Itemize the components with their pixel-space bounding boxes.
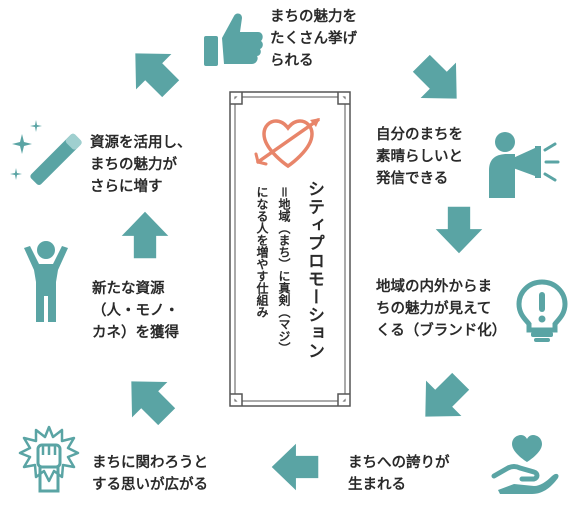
step-line: まちの魅力を (270, 9, 357, 25)
step-line: 自分のまちを (376, 127, 463, 143)
cycle-arrow-7 (121, 211, 169, 259)
step-text-pride: まちへの誇りが 生まれる (348, 452, 450, 496)
raised-fist-icon (18, 425, 80, 493)
step-line: 生まれる (348, 477, 406, 493)
step-line: 素晴らしいと (376, 149, 463, 165)
center-panel: シティプロモーション ＝地域（まち）に真剣（マジ） になる人を増やす仕組み (226, 88, 354, 410)
step-line: さらに増す (90, 179, 163, 195)
center-title: シティプロモーション (304, 180, 324, 360)
arrow-shape (425, 372, 470, 417)
step-line: まちに関わろうと (92, 455, 208, 471)
step-line: たくさん挙げ (270, 31, 357, 47)
arrow-shape (121, 211, 169, 259)
step-line: 資源を活用し、 (90, 135, 192, 151)
step-line: 発信できる (376, 171, 449, 187)
arrow-shape (271, 443, 319, 491)
step-text-promote: 自分のまちを 素晴らしいと 発信できる (376, 124, 463, 190)
person-arms-up-icon (24, 241, 68, 322)
cycle-arrow-1 (135, 53, 180, 98)
step-text-resources: 新たな資源 （人・モノ・ カネ）を獲得 (92, 278, 179, 344)
step-line: （人・モノ・ (92, 303, 179, 319)
heart-hand-icon (491, 435, 559, 494)
arrow-shape (435, 206, 483, 254)
center-subtitle: ＝地域（まち）に真剣（マジ） (277, 186, 291, 355)
ornate-frame (229, 91, 351, 407)
megaphone-person-icon (489, 132, 560, 198)
arrow-shape (135, 53, 180, 98)
step-line: まちへの誇りが (348, 455, 450, 471)
step-line: まちの魅力が (90, 157, 177, 173)
cycle-arrow-2 (412, 54, 457, 99)
step-line: くる（ブランド化） (376, 323, 507, 339)
cycle-arrow-6 (131, 381, 176, 426)
cycle-arrow-4 (425, 372, 470, 417)
cycle-arrow-3 (435, 206, 483, 254)
step-line: 新たな資源 (92, 281, 165, 297)
step-line: カネ）を獲得 (92, 325, 179, 341)
center-subtitle-2: になる人を増やす仕組み (255, 186, 269, 318)
heart-arrow-icon (254, 118, 320, 169)
step-text-brand: 地域の内外からま ちの魅力が見えて くる（ブランド化） (376, 276, 506, 342)
step-line: 地域の内外からま (376, 279, 492, 295)
step-line: する思いが広がる (92, 477, 208, 493)
lightbulb-exclamation-icon (516, 279, 568, 342)
step-line: ちの魅力が見えて (376, 301, 492, 317)
step-text-attract: まちの魅力を たくさん挙げ られる (270, 6, 357, 72)
arrow-shape (412, 54, 457, 99)
step-text-involve: まちに関わろうと する思いが広がる (92, 452, 208, 496)
step-line: られる (270, 53, 314, 69)
arrow-shape (131, 381, 176, 426)
step-text-utilize: 資源を活用し、 まちの魅力が さらに増す (90, 132, 192, 198)
magic-wand-icon (10, 120, 82, 186)
thumbs-up-icon (204, 13, 263, 66)
cycle-arrow-5 (271, 443, 319, 491)
